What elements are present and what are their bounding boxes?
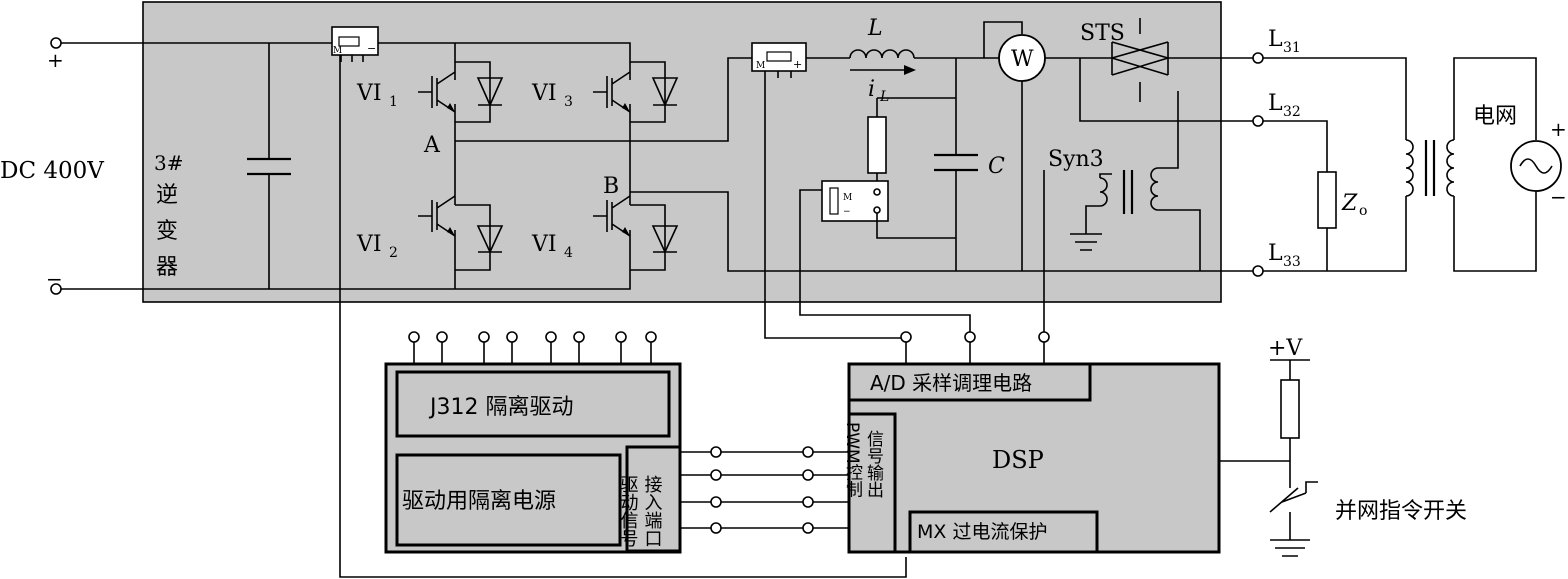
sts-switch: STS — [1080, 18, 1258, 102]
node-b-wire — [630, 191, 1258, 272]
grid-source: 电网 + − — [1473, 104, 1567, 209]
dsp-label: DSP — [992, 446, 1044, 474]
dc-plus-bus — [61, 42, 631, 62]
igbt-vi2: VI 2 — [356, 195, 504, 271]
svg-text:+: + — [793, 58, 802, 71]
svg-text:32: 32 — [1283, 104, 1301, 120]
svg-text:3: 3 — [564, 94, 573, 110]
svg-text:M: M — [333, 46, 342, 56]
sync-transformer: Syn3 — [1043, 91, 1201, 333]
filter-capacitor: C — [934, 58, 1005, 271]
dsp-board: A/D 采样调理电路 DSP PWM控制 信号输出 MX 过电流保护 — [842, 362, 1221, 554]
dc-input: + − DC 400V — [0, 37, 104, 295]
capacitor-label: C — [988, 154, 1005, 179]
node-b-label: B — [603, 174, 619, 199]
output-current-sensor: M + — [751, 42, 807, 78]
driver-title: J312 隔离驱动 — [428, 395, 573, 420]
driver-power-label: 驱动用隔离电源 — [402, 489, 556, 514]
svg-text:M: M — [756, 61, 765, 71]
igbt-vi1: VI 1 — [356, 61, 504, 123]
igbt-vi4: VI 4 — [531, 195, 679, 271]
svg-text:−: − — [843, 207, 851, 217]
inverter-name-char-2: 变 — [156, 219, 178, 244]
sampling-wires — [764, 78, 1050, 364]
load-impedance: Z o — [1263, 120, 1367, 271]
grid-label: 电网 — [1473, 104, 1517, 129]
driver-board: J312 隔离驱动 驱动用隔离电源 驱动信号 接入端口 — [384, 331, 682, 554]
wattmeter: W — [983, 21, 1110, 271]
pwm-col-2: 信号输出 — [863, 430, 884, 498]
igbt-vi3: VI 3 — [531, 61, 679, 123]
inductor-current-label: i — [868, 77, 875, 102]
vi4-label: VI — [531, 232, 557, 257]
l32-label: L — [1268, 91, 1283, 116]
grid-command-switch: +V 并网指令开关 — [1219, 336, 1467, 557]
svg-text:o: o — [1359, 203, 1367, 219]
l32-wire — [1079, 58, 1258, 122]
pwm-col-1: PWM控制 — [842, 422, 863, 498]
l33-label: L — [1268, 241, 1283, 266]
svg-text:1: 1 — [389, 94, 398, 110]
gate-pins — [413, 342, 652, 364]
inverter-name-char-1: 逆 — [156, 183, 178, 208]
svg-text:M: M — [843, 193, 852, 203]
load-label: Z — [1341, 191, 1358, 216]
adc-label: A/D 采样调理电路 — [870, 371, 1032, 395]
driver-input-col-2: 接入端口 — [642, 475, 663, 547]
output-terminals: L 31 L 32 L 33 — [1252, 27, 1301, 277]
dc-minus-bus — [61, 274, 631, 290]
inverter-number: 3# — [154, 151, 183, 175]
inductor-label: L — [867, 16, 883, 41]
svg-text:−: − — [1550, 185, 1567, 209]
svg-text:2: 2 — [389, 245, 398, 261]
svg-text:33: 33 — [1283, 254, 1301, 270]
sync-label: Syn3 — [1048, 147, 1104, 172]
inverter-name-char-3: 器 — [156, 255, 178, 280]
svg-text:−: − — [367, 42, 376, 55]
node-a-label: A — [423, 133, 441, 158]
vi2-label: VI — [356, 232, 382, 257]
driver-input-col-1: 驱动信号 — [618, 475, 639, 548]
minus-terminal-label: − — [46, 267, 63, 291]
l31-label: L — [1268, 27, 1283, 52]
left-leg-wire — [339, 55, 907, 578]
supply-label: +V — [1268, 336, 1303, 361]
input-current-sensor: M − — [331, 26, 379, 62]
wattmeter-label: W — [1011, 47, 1034, 72]
vi1-label: VI — [356, 81, 382, 106]
plus-terminal-label: + — [47, 48, 64, 72]
dc-voltage-label: DC 400V — [0, 158, 104, 184]
node-a-wire — [455, 57, 752, 142]
svg-text:L: L — [879, 89, 889, 105]
pwm-links — [680, 446, 850, 534]
inductor: L i L — [849, 16, 916, 105]
svg-text:31: 31 — [1283, 40, 1301, 56]
sts-label: STS — [1080, 21, 1125, 46]
switch-label: 并网指令开关 — [1335, 499, 1467, 524]
protection-label: MX 过电流保护 — [917, 521, 1047, 543]
grid-transformer — [1263, 57, 1537, 272]
svg-text:4: 4 — [564, 245, 573, 261]
inverter-name: 3# 逆 变 器 — [154, 151, 183, 280]
svg-text:+: + — [1550, 117, 1567, 141]
dc-link-capacitor — [247, 43, 291, 289]
vi3-label: VI — [531, 81, 557, 106]
capacitor-current-sensor: M − — [799, 97, 971, 333]
